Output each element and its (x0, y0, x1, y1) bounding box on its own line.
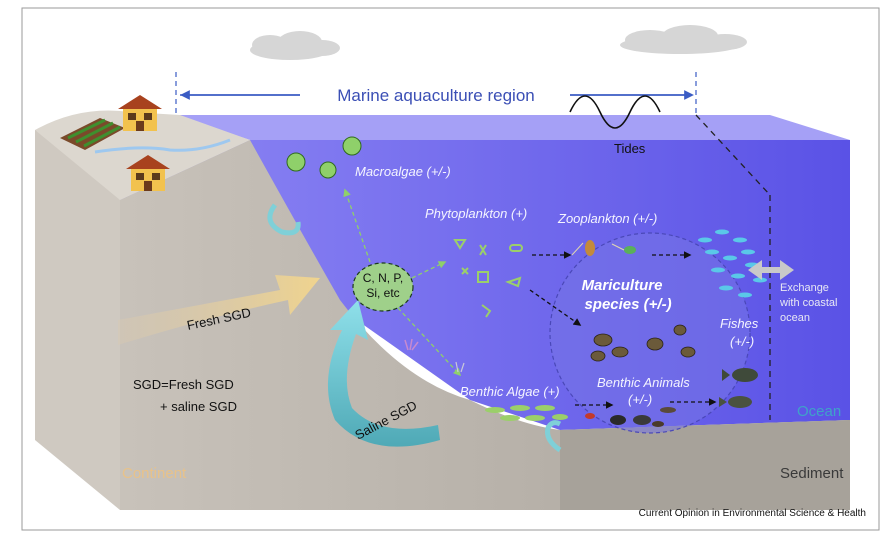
house-icon (126, 155, 170, 191)
saline-sgd-arrow (327, 300, 440, 447)
mixing-swirl (267, 203, 301, 236)
cloud-icon (250, 31, 340, 60)
nutrient-to-benthic-algae-arrow (397, 307, 462, 377)
mariculture-line1: Mariculture (582, 277, 663, 294)
ocean-surface (175, 115, 850, 140)
double-arrow-icon (748, 260, 794, 280)
tides-wave (569, 95, 661, 129)
tides-label: Tides (614, 141, 646, 156)
sgd-definition-line1: SGD=Fresh SGD (133, 377, 234, 392)
sediment-layer (560, 420, 850, 510)
crab-icon (585, 407, 676, 427)
region-boundary (695, 114, 771, 196)
benthic-animals-label-line2: (+/-) (628, 392, 652, 407)
zooplankton-label: Zooplankton (+/-) (557, 211, 657, 226)
benthic-algae-patches (485, 405, 568, 421)
nutrients-line1: C, N, P, (363, 271, 403, 285)
benthic-animals-label-line1: Benthic Animals (597, 375, 690, 390)
exchange-label-line2: with coastal (779, 297, 837, 309)
nutrient-to-macroalgae-arrow (343, 188, 371, 263)
zooplankton-icon (571, 240, 636, 256)
fish-icon (698, 229, 767, 298)
continent-label: Continent (122, 465, 187, 482)
exchange-label-line3: ocean (780, 312, 810, 324)
benthic-algae-label: Benthic Algae (+) (460, 384, 560, 399)
shellfish-icon (590, 324, 696, 362)
region-title: Marine aquaculture region (337, 86, 535, 105)
cloud-icon (620, 25, 747, 54)
macroalgae-icon (286, 136, 362, 179)
sediment-label: Sediment (780, 465, 844, 482)
land-front (35, 130, 120, 510)
fishes-label-line2: (+/-) (730, 334, 754, 349)
seagrass-icon (404, 338, 419, 351)
phyto-to-mariculture-arrow (529, 289, 582, 326)
sgd-definition-line2: + saline SGD (160, 399, 237, 414)
mariculture-zone (549, 232, 751, 434)
macroalgae-label: Macroalgae (+/-) (355, 164, 451, 179)
fishes-label-line1: Fishes (720, 316, 759, 331)
nutrient-bubble (352, 262, 414, 312)
source-caption: Current Opinion in Environmental Science… (639, 508, 866, 519)
phytoplankton-label: Phytoplankton (+) (425, 206, 527, 221)
phytoplankton-icon (453, 239, 523, 318)
nutrient-to-phytoplankton-arrow (411, 261, 447, 279)
fresh-sgd-arrow (118, 275, 320, 345)
mariculture-line2: species (+/-) (584, 296, 671, 313)
land-cross-section (120, 140, 850, 510)
benthic-swirl (545, 420, 562, 453)
house-icon (118, 95, 162, 131)
exchange-label-line1: Exchange (780, 282, 829, 294)
ocean-label: Ocean (797, 403, 841, 420)
river (94, 138, 231, 154)
fish-icon (719, 368, 758, 408)
nutrients-line2: Si, etc (366, 286, 399, 300)
crop-field-icon (60, 118, 125, 150)
